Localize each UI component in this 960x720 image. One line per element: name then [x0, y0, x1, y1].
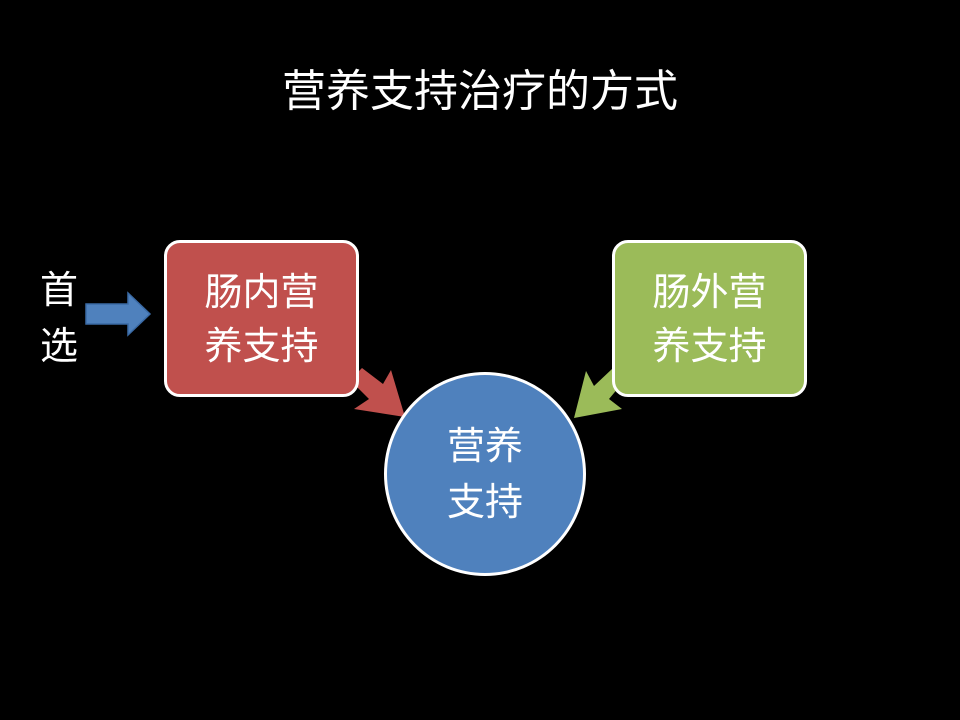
enteral-nutrition-box: 肠内营养支持: [164, 240, 359, 397]
preferred-label-line-1: 首: [39, 268, 78, 312]
preferred-label: 首 选: [34, 262, 84, 374]
parenteral-nutrition-box: 肠外营养支持: [612, 240, 807, 397]
preferred-arrow: [85, 291, 152, 337]
parenteral-to-center-arrow: [574, 369, 624, 418]
parenteral-nutrition-label: 肠外营养支持: [652, 269, 767, 368]
enteral-to-center-arrow: [350, 368, 405, 417]
enteral-nutrition-label: 肠内营养支持: [204, 269, 319, 368]
nutrition-support-label: 营养支持: [446, 424, 523, 524]
preferred-label-line-2: 选: [39, 324, 78, 368]
slide-title: 营养支持治疗的方式: [282, 66, 678, 117]
nutrition-support-circle: 营养支持: [384, 372, 586, 576]
